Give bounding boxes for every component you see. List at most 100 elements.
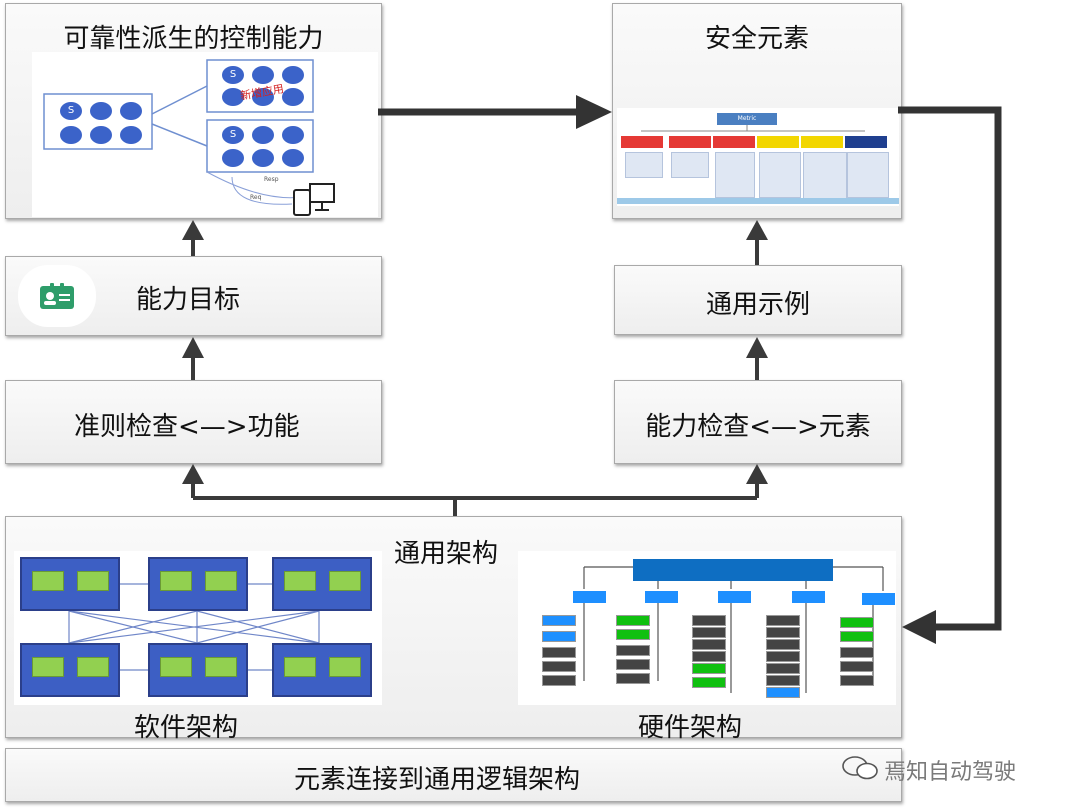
reliability-diagram xyxy=(43,59,335,216)
hardware-architecture-figure xyxy=(518,551,896,705)
criteria-check-box: 准则检查<—>功能 xyxy=(5,380,382,464)
sw-component xyxy=(20,557,120,611)
node xyxy=(252,126,274,144)
hw-node xyxy=(616,659,650,670)
tree-chip xyxy=(801,136,843,148)
arrow-criteria-to-goal xyxy=(182,337,204,380)
software-architecture-figure xyxy=(14,551,382,705)
hw-bus xyxy=(792,591,825,603)
tree-leaf-block xyxy=(671,152,709,178)
software-architecture-label: 软件架构 xyxy=(134,713,239,743)
hw-node xyxy=(616,629,650,640)
tree-chip xyxy=(845,136,887,148)
hw-node xyxy=(840,647,874,658)
arrow-to-architecture xyxy=(898,106,1002,644)
node xyxy=(90,102,112,120)
hw-node xyxy=(766,639,800,650)
node xyxy=(252,149,274,167)
safety-elements-title: 安全元素 xyxy=(704,24,809,54)
hw-node xyxy=(692,615,726,626)
reliability-box: 可靠性派生的控制能力 S S 新增应用 S xyxy=(5,3,382,219)
hw-bus xyxy=(718,591,751,603)
sw-component xyxy=(272,557,372,611)
node xyxy=(252,88,274,106)
generic-architecture-box: 通用架构 软件架构 xyxy=(5,516,902,743)
reliability-figure: S S 新增应用 S Resp Req xyxy=(32,52,378,217)
hw-node xyxy=(840,617,874,628)
hw-node xyxy=(692,639,726,650)
hardware-architecture-label: 硬件架构 xyxy=(638,713,743,743)
hw-node xyxy=(542,647,576,658)
safety-elements-box: 安全元素 Metric xyxy=(612,3,902,219)
software-mesh-lines xyxy=(68,583,320,671)
hw-node xyxy=(766,663,800,674)
hw-node xyxy=(692,663,726,674)
sw-component xyxy=(148,557,248,611)
hw-node xyxy=(840,675,874,686)
resp-label: Resp xyxy=(264,176,279,183)
wechat-icon xyxy=(842,756,878,780)
arrow-goal-to-reliability xyxy=(182,220,204,256)
hw-node xyxy=(766,627,800,638)
arrow-example-to-safety xyxy=(746,220,768,265)
hw-node xyxy=(616,645,650,656)
hw-node xyxy=(766,651,800,662)
hw-node xyxy=(766,675,800,686)
node-s: S xyxy=(222,126,244,144)
tree-leaf-block xyxy=(803,152,847,202)
hw-bus xyxy=(862,593,895,605)
capability-goal-box: 能力目标 xyxy=(5,256,382,336)
tree-root: Metric xyxy=(717,113,777,125)
node xyxy=(222,149,244,167)
arrow-capcheck-to-example xyxy=(746,337,768,380)
hw-bus xyxy=(573,591,606,603)
tree-chip xyxy=(669,136,711,148)
generic-architecture-label: 通用架构 xyxy=(394,539,499,569)
node xyxy=(252,66,274,84)
node xyxy=(120,126,142,144)
generic-example-label: 通用示例 xyxy=(705,290,810,320)
tree-leaf-block xyxy=(847,152,889,198)
hw-node xyxy=(766,687,800,698)
capability-check-box: 能力检查<—>元素 xyxy=(614,380,902,464)
sw-component xyxy=(20,643,120,697)
reliability-title: 可靠性派生的控制能力 xyxy=(63,24,324,54)
tree-leaf-block xyxy=(715,152,755,198)
generic-example-box: 通用示例 xyxy=(614,265,902,335)
tree-chip xyxy=(713,136,755,148)
tree-chip xyxy=(757,136,799,148)
hw-node xyxy=(542,661,576,672)
id-card-icon xyxy=(18,265,96,327)
sw-component xyxy=(272,643,372,697)
node xyxy=(282,149,304,167)
safety-tree-figure: Metric xyxy=(617,108,899,206)
hw-node xyxy=(840,661,874,672)
hw-node xyxy=(692,627,726,638)
hw-root-bar xyxy=(633,559,833,581)
node xyxy=(90,126,112,144)
watermark-text: 焉知自动驾驶 xyxy=(884,760,1017,785)
node xyxy=(120,102,142,120)
hw-node xyxy=(616,673,650,684)
tree-leaf-block xyxy=(625,152,663,178)
footer-box: 元素连接到通用逻辑架构 xyxy=(5,748,902,802)
arrow-to-safety xyxy=(378,95,612,129)
arrow-architecture-split xyxy=(182,464,768,516)
safety-tree-lines xyxy=(641,125,865,132)
tree-leaf-block xyxy=(759,152,801,198)
sw-component xyxy=(148,643,248,697)
node xyxy=(222,88,244,106)
tree-chip xyxy=(621,136,663,148)
node xyxy=(282,88,304,106)
node xyxy=(282,66,304,84)
hw-bus xyxy=(645,591,678,603)
req-label: Req xyxy=(250,194,262,201)
criteria-check-label: 准则检查<—>功能 xyxy=(74,412,300,442)
capability-goal-label: 能力目标 xyxy=(136,285,241,315)
node-s: S xyxy=(222,66,244,84)
hw-node xyxy=(616,615,650,626)
hw-node xyxy=(840,631,874,642)
hw-node xyxy=(542,675,576,686)
hw-node xyxy=(692,651,726,662)
node xyxy=(60,126,82,144)
